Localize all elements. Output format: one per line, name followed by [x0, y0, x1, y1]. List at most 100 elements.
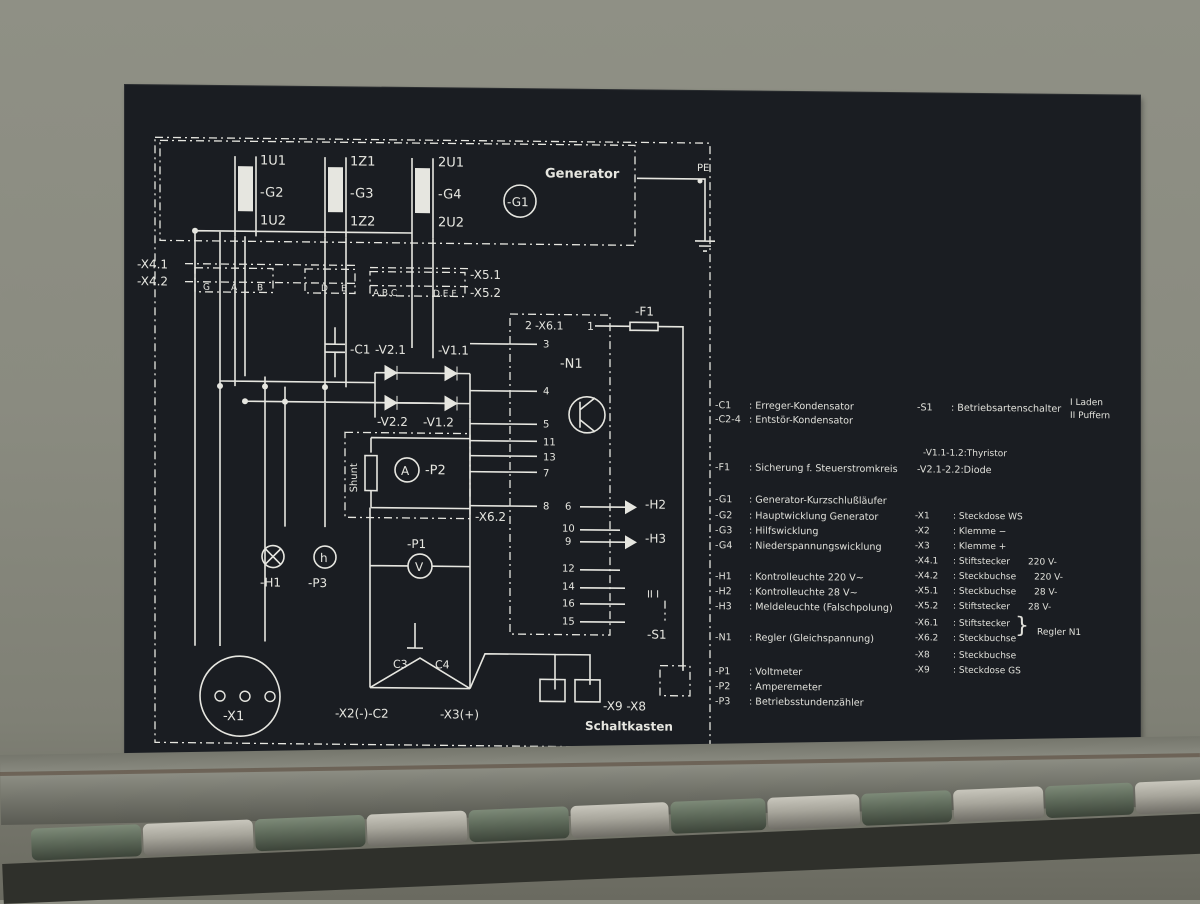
legend-thyristor: -V1.1-1.2:Thyristor: [923, 448, 1007, 460]
svg-text:8: 8: [543, 501, 549, 512]
hinge-knuckle: [860, 790, 953, 826]
legend-x8: -X8: Steckbuchse: [915, 650, 1017, 662]
label-h2: -H2: [645, 497, 666, 511]
svg-text:10: 10: [562, 524, 575, 535]
legend-x62: -X6.2: Steckbuchse: [915, 633, 1017, 645]
h-pin-labels: 6 10 9 12 14 16 15: [562, 502, 575, 628]
label-v12: -V1.2: [423, 415, 454, 429]
label-v22: -V2.2: [377, 415, 408, 429]
label-n1: -N1: [560, 357, 583, 372]
svg-text:14: 14: [562, 582, 575, 593]
svg-text:12: 12: [562, 564, 575, 575]
svg-text:7: 7: [543, 468, 549, 479]
svg-text:4: 4: [543, 386, 549, 397]
legend-g4: -G4: Niederspannungswicklung: [715, 540, 882, 553]
legend-g1: -G1: Generator-Kurzschlußläufer: [715, 494, 887, 507]
label-a: A: [401, 464, 410, 478]
label-x52: -X5.2: [470, 286, 501, 300]
transistor: [568, 396, 606, 434]
legend-n1: -N1: Regler (Gleichspannung): [715, 632, 874, 645]
label-x61-1: 1: [587, 320, 594, 333]
svg-text:11: 11: [543, 437, 556, 448]
svg-text:9: 9: [565, 537, 571, 548]
legend-x3: -X3: Klemme +: [915, 541, 1007, 553]
legend-s1-mode2: II Puffern: [1070, 410, 1111, 422]
label-g3: -G3: [350, 186, 374, 201]
label-x62: -X6.2: [475, 510, 506, 524]
generator-frame: [159, 139, 636, 246]
label-v: V: [415, 560, 424, 574]
pin-abc: A.B.C: [373, 289, 397, 299]
pin-b: B: [257, 283, 263, 293]
label-x61-2: 2: [525, 319, 532, 332]
legend-x61: -X6.1: Stiftstecker: [915, 618, 1011, 630]
winding-g4: [415, 168, 430, 214]
label-p2: -P2: [425, 463, 446, 478]
label-1u2: 1U2: [260, 213, 286, 228]
regulator-n1: [509, 313, 611, 636]
label-s1-pos: II I: [647, 589, 659, 600]
hinge-knuckle: [1134, 778, 1200, 815]
svg-text:16: 16: [562, 599, 575, 610]
schematic-plate: 1U1 1Z1 2U1 -G2 -G3 -G4 1U2 1Z2 2U2 Gene…: [125, 85, 1140, 786]
n1-pin-labels: 3 4 5 11 13 7 8: [543, 339, 556, 512]
pin-def: D.E.F: [433, 289, 457, 299]
pin-g: G: [203, 283, 210, 293]
label-x3: -X3(+): [440, 707, 479, 721]
label-g4: -G4: [438, 187, 462, 202]
hinge-knuckle: [142, 819, 254, 857]
label-s1: -S1: [647, 627, 667, 641]
hinge-knuckle: [952, 786, 1045, 823]
label-x2: -X2(-)-C2: [335, 706, 389, 721]
label-1u1: 1U1: [260, 153, 286, 168]
hourmeter-p3: [313, 545, 337, 569]
hinge-knuckle: [254, 814, 366, 852]
winding-g2: [238, 166, 253, 212]
svg-text:13: 13: [543, 452, 556, 463]
label-g1: -G1: [507, 195, 529, 209]
shunt: [364, 454, 378, 492]
label-p1: -P1: [407, 537, 426, 551]
label-2u2: 2U2: [438, 215, 464, 230]
ammeter: [394, 457, 420, 483]
label-h1: -H1: [260, 575, 281, 589]
label-x42: -X4.2: [137, 274, 168, 288]
label-x9x8: -X9 -X8: [603, 699, 646, 713]
label-g2: -G2: [260, 185, 284, 200]
generator-symbol: [503, 184, 537, 218]
legend-p1: -P1: Voltmeter: [715, 666, 803, 679]
label-v21: -V2.1: [375, 343, 406, 357]
label-1z2: 1Z2: [350, 214, 375, 229]
label-f1: -F1: [635, 304, 654, 318]
legend-regler: Regler N1: [1037, 627, 1082, 639]
legend-g3: -G3: Hilfswicklung: [715, 525, 819, 538]
label-h3: -H3: [645, 531, 666, 545]
svg-text:3: 3: [543, 339, 549, 350]
label-x51: -X5.1: [470, 268, 501, 282]
legend-g2: -G2: Hauptwicklung Generator: [715, 510, 879, 523]
hinge-knuckle: [570, 802, 670, 839]
hinge-knuckle: [670, 797, 767, 834]
label-v11: -V1.1: [438, 343, 469, 357]
legend-brace: }: [1015, 613, 1029, 639]
legend: -C1: Erreger-Kondensator -C2-4: Entstör-…: [715, 376, 1125, 720]
label-x41: -X4.1: [137, 257, 168, 271]
pin-e: E: [341, 284, 347, 294]
label-p3: -P3: [308, 576, 327, 590]
label-x1: -X1: [223, 709, 244, 724]
legend-p3: -P3: Betriebsstundenzähler: [715, 696, 864, 709]
legend-diode: -V2.1-2.2:Diode: [917, 464, 992, 477]
svg-text:15: 15: [562, 617, 575, 628]
hinge-knuckle: [767, 794, 861, 830]
legend-f1: -F1: Sicherung f. Steuerstromkreis: [715, 462, 898, 476]
label-x61: -X6.1: [535, 319, 563, 332]
lamp-h1: [261, 544, 285, 569]
legend-c2: -C2-4: Entstör-Kondensator: [715, 414, 853, 427]
label-h: h: [320, 551, 328, 565]
svg-text:5: 5: [543, 419, 549, 430]
label-2u1: 2U1: [438, 155, 464, 170]
label-1z1: 1Z1: [350, 154, 375, 169]
